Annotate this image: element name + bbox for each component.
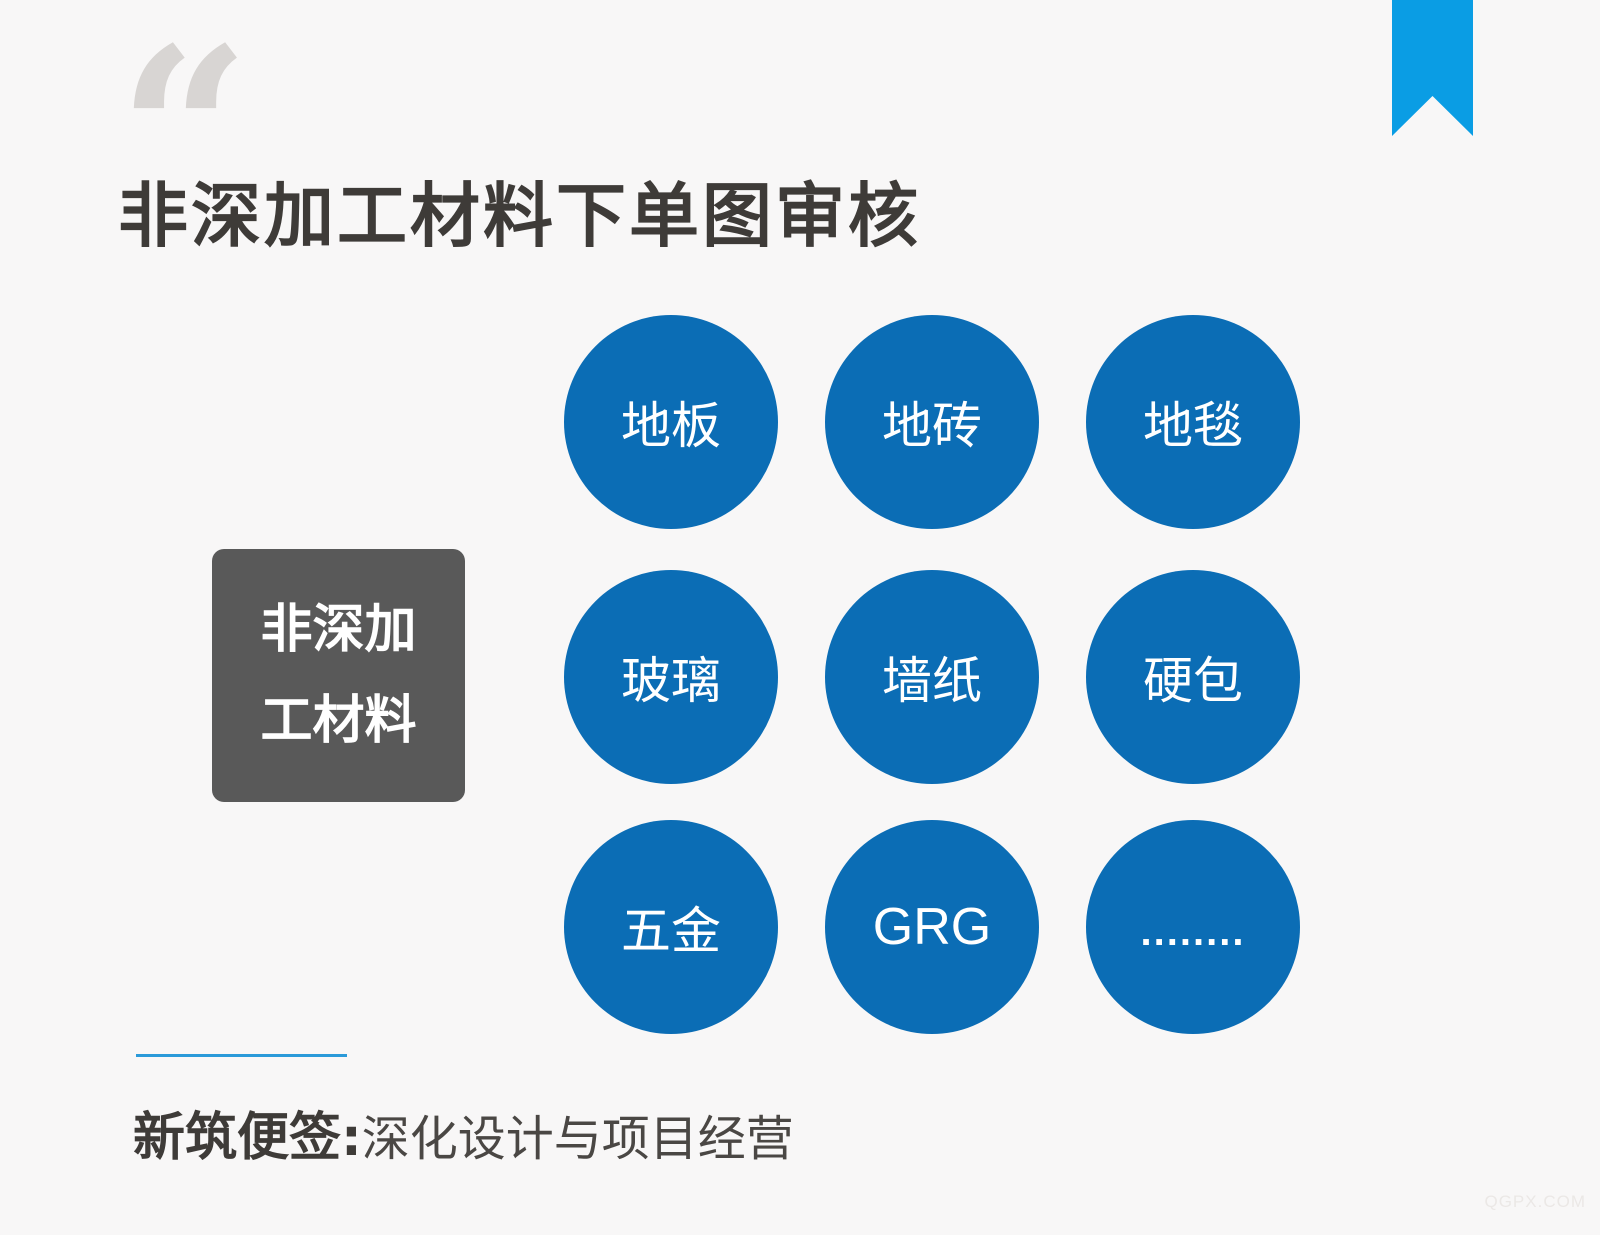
footer-signature: 新筑便签:深化设计与项目经营 [133,1095,794,1170]
material-circle-hardware: 五金 [564,820,778,1034]
page-title: 非深加工材料下单图审核 [118,175,921,257]
footer-brand: 新筑便签: [133,1108,362,1168]
category-label-line-1: 非深加 [260,599,417,660]
material-circle-more: ........ [1086,820,1300,1034]
material-circle-floor: 地板 [564,315,778,529]
quote-open-icon: “ [118,0,250,268]
category-box: 非深加 工材料 [212,549,465,802]
material-circle-wallpaper: 墙纸 [825,570,1039,784]
category-label-line-2: 工材料 [260,690,417,751]
bookmark-ribbon-icon [1392,0,1473,136]
material-circle-grg: GRG [825,820,1039,1034]
footer-tagline: 深化设计与项目经营 [361,1111,794,1167]
material-circle-glass: 玻璃 [564,570,778,784]
material-circle-floor-tile: 地砖 [825,315,1039,529]
watermark: QGPX.COM [1484,1192,1586,1211]
material-circle-carpet: 地毯 [1086,315,1300,529]
material-circle-hard-panel: 硬包 [1086,570,1300,784]
footer-divider [136,1054,347,1057]
